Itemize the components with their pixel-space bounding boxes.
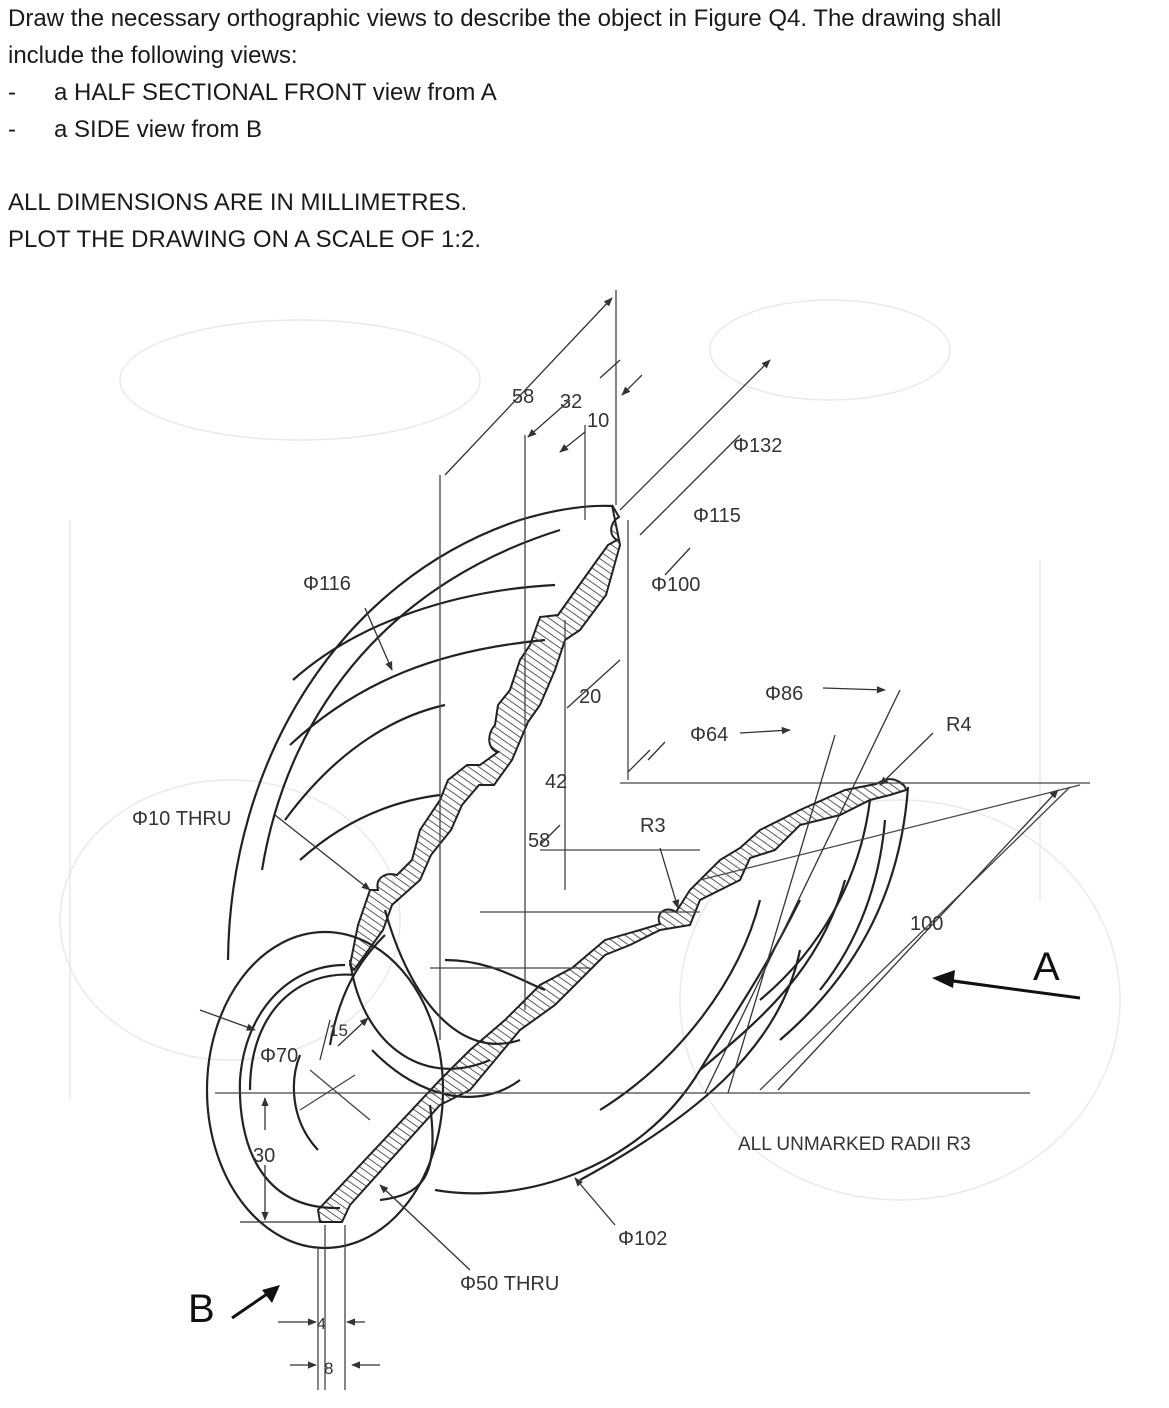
dimension-labels: 58 32 10 Φ132 Φ115 Φ116 Φ100 20 Φ86 Φ64 …	[132, 386, 972, 1378]
instructions-block: Draw the necessary orthographic views to…	[8, 0, 1163, 258]
dim-phi115: Φ115	[693, 505, 741, 527]
radii-note: ALL UNMARKED RADII R3	[738, 1134, 971, 1155]
dim-42: 42	[545, 771, 567, 793]
dim-phi116: Φ116	[303, 573, 351, 595]
dim-8: 8	[324, 1359, 333, 1378]
instruction-line-2: include the following views:	[8, 42, 298, 69]
scale-note: PLOT THE DRAWING ON A SCALE OF 1:2.	[8, 226, 482, 253]
dim-10: 10	[587, 410, 609, 432]
dim-15: 15	[329, 1021, 348, 1040]
dim-30: 30	[253, 1145, 275, 1167]
bottom-outer-arc	[434, 899, 801, 1195]
dim-r4: R4	[946, 714, 972, 736]
view-arrow-a	[932, 970, 1081, 1000]
dim-58-top: 58	[512, 386, 534, 408]
dim-4: 4	[317, 1316, 326, 1333]
views-list: - a HALF SECTIONAL FRONT view from A - a…	[8, 74, 1163, 148]
dim-58-mid: 58	[528, 830, 550, 852]
bullet-dash: -	[8, 116, 16, 143]
dim-r3: R3	[640, 815, 666, 837]
view-label-a: A	[1033, 945, 1060, 989]
dim-20: 20	[579, 686, 601, 708]
units-note: ALL DIMENSIONS ARE IN MILLIMETRES.	[8, 189, 468, 216]
dim-phi86: Φ86	[765, 683, 803, 705]
instruction-line-1: Draw the necessary orthographic views to…	[8, 5, 1002, 32]
dim-phi70: Φ70	[260, 1045, 298, 1067]
front-face-outer	[205, 930, 445, 1250]
view-label-b: B	[188, 1287, 215, 1331]
dim-phi10-thru: Φ10 THRU	[132, 808, 231, 830]
view-arrow-b	[231, 1285, 280, 1320]
construction-lines	[215, 290, 1090, 1390]
dim-100: 100	[910, 913, 943, 935]
dim-phi50-thru: Φ50 THRU	[460, 1273, 559, 1295]
dim-phi102: Φ102	[618, 1228, 667, 1250]
front-bore-arc	[238, 963, 346, 1210]
bullet-text: a HALF SECTIONAL FRONT view from A	[54, 79, 497, 106]
dim-phi100: Φ100	[651, 574, 700, 596]
bullet-dash: -	[8, 79, 16, 106]
list-item: - a HALF SECTIONAL FRONT view from A	[8, 74, 1163, 111]
bullet-text: a SIDE view from B	[54, 116, 263, 143]
dim-phi132: Φ132	[733, 435, 782, 457]
flange-outer-arc	[226, 504, 613, 961]
dim-32: 32	[560, 391, 582, 413]
list-item: - a SIDE view from B	[8, 111, 1163, 148]
background-artifacts	[59, 299, 1121, 1201]
dim-phi64: Φ64	[690, 724, 728, 746]
upper-section	[348, 504, 622, 972]
